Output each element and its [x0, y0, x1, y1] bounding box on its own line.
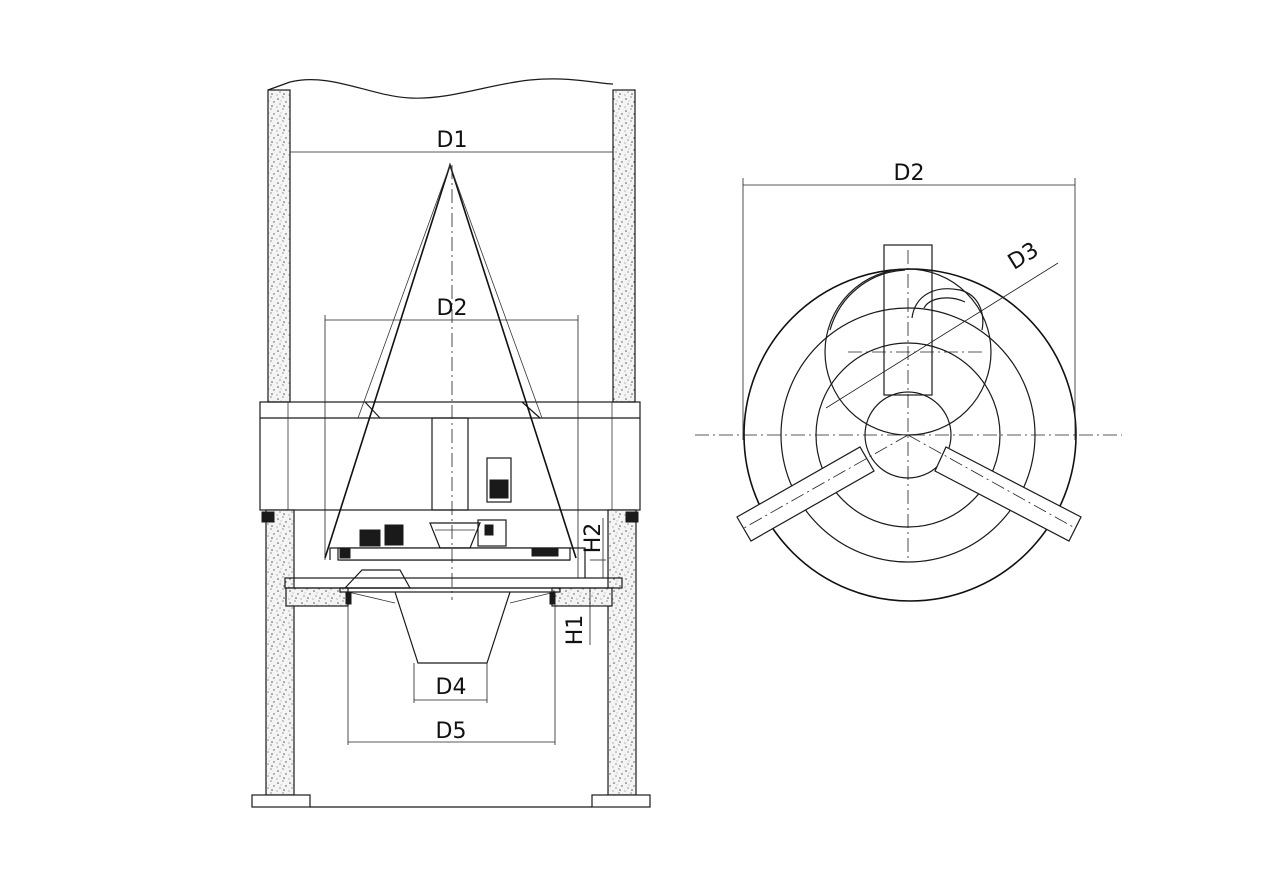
dimension-d2-side: D2 — [324, 296, 579, 578]
label-d1: D1 — [437, 128, 468, 153]
arm-right — [934, 446, 1082, 542]
label-d2-top: D2 — [894, 161, 925, 186]
ring-2 — [780, 307, 1036, 563]
label-d5: D5 — [436, 719, 467, 744]
dimension-h1: H1 — [563, 588, 606, 645]
dimension-d1: D1 — [290, 128, 613, 153]
dimension-d4: D4 — [413, 663, 488, 703]
conical-cover — [324, 162, 577, 559]
label-d4: D4 — [436, 675, 467, 700]
lower-support-walls — [261, 509, 639, 796]
upper-silo-walls — [267, 78, 636, 403]
label-d3: D3 — [1004, 238, 1043, 276]
dimension-d2-top: D2 — [742, 161, 1076, 440]
label-d2-side: D2 — [437, 296, 468, 321]
side-view: D1 D2 D4 D5 H2 H1 — [251, 78, 651, 808]
label-h2: H2 — [581, 523, 606, 554]
ring-3 — [815, 342, 1001, 528]
foundation-pads — [251, 794, 651, 808]
discharge-funnel — [345, 591, 556, 664]
label-h1: H1 — [563, 615, 588, 646]
dimension-h2: H2 — [581, 518, 606, 578]
platform-machinery — [284, 457, 623, 593]
top-view: D2 D3 — [695, 161, 1122, 602]
dimension-d5: D5 — [347, 604, 556, 745]
ring-beam — [259, 401, 641, 511]
hub-circle — [864, 391, 952, 479]
arm-left — [736, 446, 875, 542]
feeder-chute — [883, 244, 933, 396]
